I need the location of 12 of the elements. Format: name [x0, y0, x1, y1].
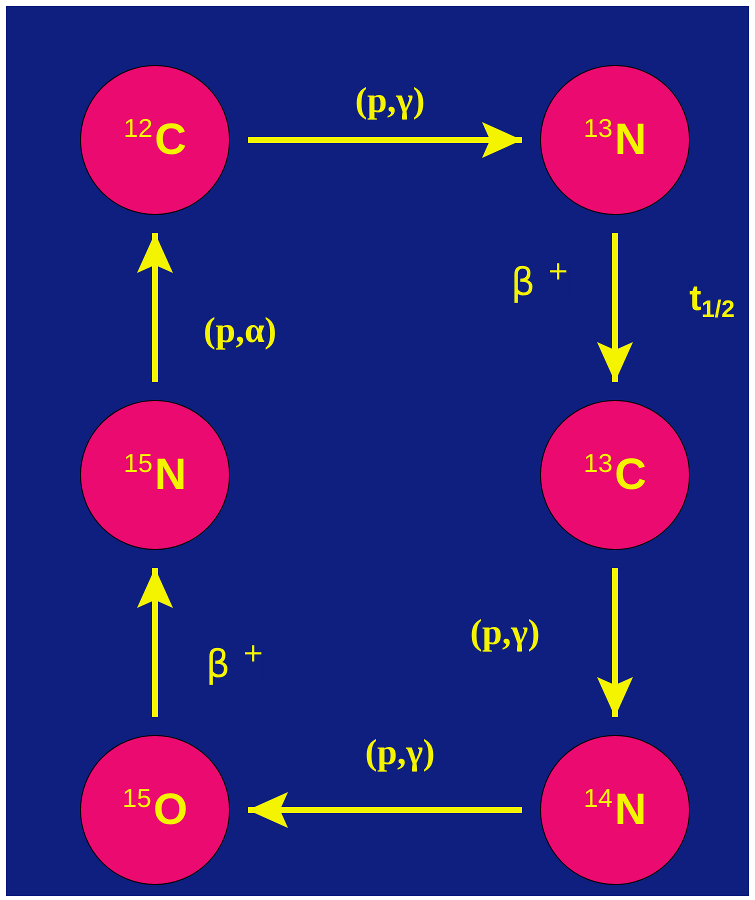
arrow [597, 233, 633, 382]
isotope-label: $^{14}$N [584, 785, 646, 835]
arrow [248, 122, 522, 158]
isotope-label: $^{12}$C [124, 115, 186, 165]
arrow [137, 233, 173, 382]
isotope-label: $^{15}$N [124, 450, 186, 500]
arrow [137, 568, 173, 717]
arrow [248, 792, 522, 828]
isotope-label: $^{13}$N [584, 115, 646, 165]
isotope-label: $^{13}$C [584, 450, 646, 500]
isotope-label: $^{15}$O [122, 785, 188, 835]
arrow [597, 568, 633, 717]
